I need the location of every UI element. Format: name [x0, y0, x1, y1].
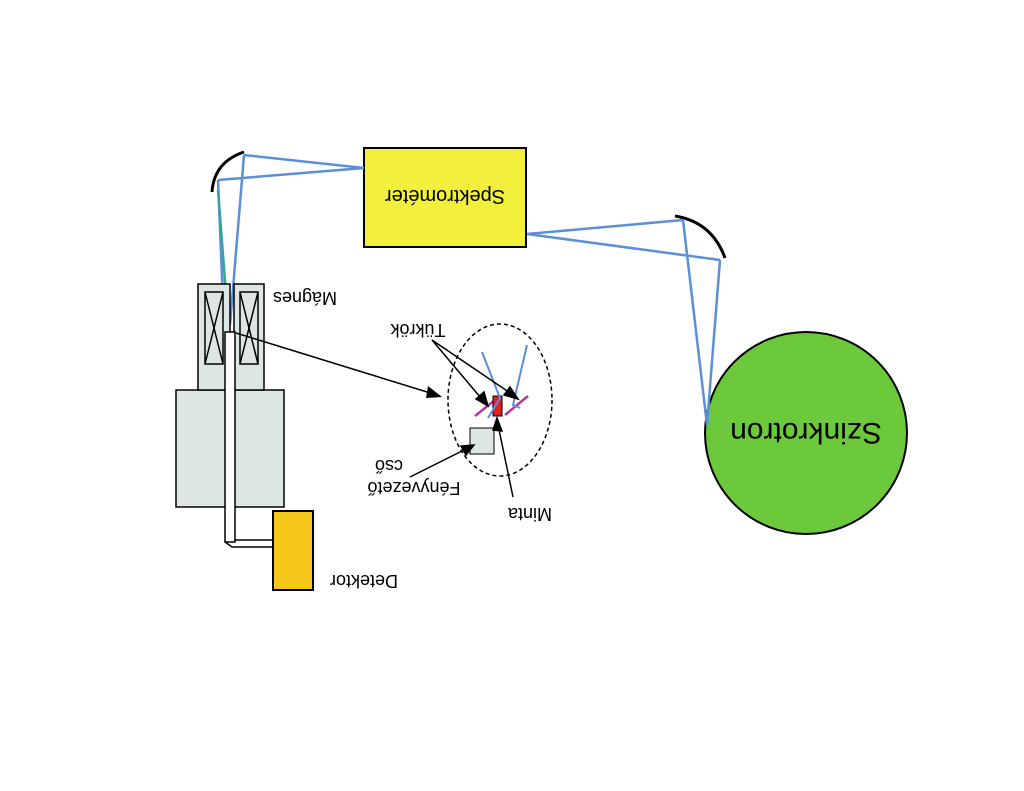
light-guide-tube — [224, 331, 236, 543]
right-mirror — [674, 214, 727, 259]
beam-synch-to-mirror-a — [681, 219, 709, 426]
synchrotron-label: Szinkrotron — [730, 416, 882, 449]
spectrometer-label: Spektrométer — [385, 185, 505, 207]
sample-pointer — [496, 419, 514, 498]
inset-beam-a — [481, 351, 502, 419]
beam-left-to-magnet-a — [228, 154, 246, 326]
mirrors-pointer-b — [431, 339, 517, 398]
inset-sample — [492, 395, 503, 417]
coil-x-right-b — [239, 291, 259, 365]
cryostat — [175, 283, 285, 548]
beam-mirror-to-spec-b — [526, 232, 721, 262]
left-mirror — [210, 150, 245, 193]
beam-paths — [216, 153, 722, 426]
inset-light-guide — [469, 427, 495, 455]
inset-dashed-ellipse — [447, 323, 553, 477]
mirrors-label: Tükrök — [389, 320, 445, 340]
synchrotron: Szinkrotron — [704, 331, 908, 535]
synchrotron-circle — [704, 331, 908, 535]
label-pointers — [409, 339, 520, 498]
spectrometer-box — [363, 147, 527, 248]
mirrors-pointer-a — [431, 339, 487, 405]
zoom-arrowhead — [426, 386, 442, 398]
zoom-inset — [447, 323, 553, 477]
detector — [272, 510, 314, 591]
magnet-label: Mágnes — [273, 288, 337, 308]
detector-box — [272, 510, 314, 591]
coil-symbol-left — [204, 291, 224, 365]
spectrometer: Spektrométer — [363, 147, 527, 248]
sample-pointer-head — [491, 415, 504, 432]
light-guide-label-line1: Fényvezető — [367, 478, 460, 498]
light-guide-pointer — [409, 445, 473, 478]
beam-spec-to-left-a — [243, 153, 365, 170]
beam-synch-to-mirror-b — [705, 259, 722, 426]
coil-x-left-b — [204, 291, 224, 365]
mirrors-pointer-a-head — [474, 390, 490, 408]
detector-label: Detektor — [330, 571, 398, 591]
inset-beam-b — [511, 344, 528, 409]
beam-mirror-to-spec-a — [526, 218, 684, 236]
beam-spec-to-left-b — [217, 166, 365, 182]
tube-to-detector — [224, 541, 274, 548]
sample-label: Minta — [507, 504, 552, 524]
zoom-arrow — [235, 332, 441, 397]
coil-symbol-right — [239, 291, 259, 365]
mirrors-pointer-b-head — [502, 385, 520, 401]
light-guide-pointer-head — [459, 444, 476, 457]
light-guide-label-line2: cső — [375, 456, 403, 476]
